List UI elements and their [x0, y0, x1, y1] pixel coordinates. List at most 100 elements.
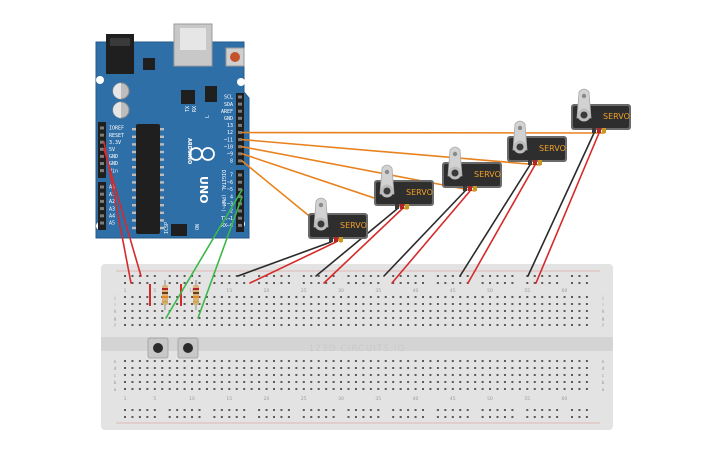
breadboard-hole	[466, 324, 469, 326]
breadboard-hole	[332, 388, 335, 390]
breadboard-hole	[392, 296, 395, 298]
breadboard-hole	[153, 310, 156, 312]
chip-leg	[160, 135, 164, 138]
breadboard-hole	[146, 296, 149, 298]
breadboard-hole	[228, 317, 231, 319]
breadboard-hole	[310, 374, 313, 376]
power-pin-label: Vin	[109, 168, 118, 174]
breadboard-rail-hole	[243, 275, 246, 277]
breadboard-rail-hole	[287, 416, 290, 418]
header-pin	[100, 154, 104, 158]
breadboard-hole	[295, 324, 298, 326]
breadboard-rail-hole	[407, 282, 410, 284]
breadboard-hole	[571, 310, 573, 312]
breadboard-hole	[571, 388, 573, 390]
breadboard-rail-hole	[131, 275, 134, 277]
breadboard-rail-hole	[228, 282, 231, 284]
breadboard-hole	[384, 317, 387, 319]
push-button[interactable]	[147, 337, 169, 359]
breadboard-rail-hole	[481, 409, 484, 411]
breadboard-hole	[407, 310, 410, 312]
row-letter: i	[114, 302, 115, 308]
breadboard-hole	[414, 310, 417, 312]
breadboard-rail-hole	[548, 416, 551, 418]
breadboard-hole	[533, 374, 536, 376]
header-pin	[238, 116, 242, 120]
breadboard-hole	[407, 317, 410, 319]
breadboard-hole	[459, 324, 462, 326]
breadboard-rail-hole	[407, 275, 410, 277]
servo-connector-power	[334, 237, 338, 242]
breadboard-hole	[131, 310, 134, 312]
breadboard-hole	[422, 367, 424, 369]
breadboard-hole	[399, 303, 402, 305]
breadboard-rail-hole	[191, 282, 194, 284]
column-number-top: 30	[338, 288, 344, 294]
column-number-top: 60	[562, 288, 568, 294]
breadboard-hole	[444, 303, 447, 305]
breadboard-hole	[392, 367, 395, 369]
breadboard-rail-hole	[526, 282, 529, 284]
breadboard-hole	[541, 374, 544, 376]
breadboard-hole	[161, 374, 164, 376]
servo-connector-power	[400, 204, 404, 209]
breadboard-hole	[146, 317, 149, 319]
breadboard-hole	[280, 381, 283, 383]
breadboard-hole	[526, 360, 529, 362]
resistor	[193, 280, 199, 310]
breadboard-column-numbers: 1155101015152020252530303535404045455050…	[124, 288, 568, 402]
breadboard-hole	[384, 324, 387, 326]
breadboard-hole	[511, 303, 514, 305]
breadboard-hole	[176, 324, 179, 326]
breadboard-hole	[138, 296, 141, 298]
header-pin	[100, 221, 104, 225]
breadboard-hole	[183, 310, 186, 312]
breadboard-hole	[124, 388, 126, 390]
breadboard-hole	[466, 317, 469, 319]
breadboard-hole	[578, 374, 581, 376]
breadboard-hole	[414, 303, 417, 305]
push-button[interactable]	[177, 337, 199, 359]
breadboard-hole	[205, 317, 208, 319]
breadboard-rail-hole	[503, 275, 506, 277]
breadboard-hole	[526, 303, 529, 305]
breadboard-hole	[183, 324, 186, 326]
breadboard-hole	[183, 388, 186, 390]
breadboard-hole	[302, 360, 305, 362]
servo-connector-ground	[329, 237, 333, 242]
breadboard-rail-hole	[138, 409, 141, 411]
breadboard-rail-hole	[533, 282, 536, 284]
breadboard-rail-hole	[362, 275, 365, 277]
breadboard-rail-hole	[213, 416, 216, 418]
breadboard-hole	[526, 296, 529, 298]
servo-motor: SERVO	[374, 164, 434, 209]
breadboard-hole	[302, 296, 305, 298]
breadboard-hole	[384, 367, 387, 369]
icsp-label: ICSP	[164, 222, 170, 234]
breadboard-hole	[138, 303, 141, 305]
row-letter: g	[114, 317, 117, 322]
breadboard-hole	[124, 367, 126, 369]
breadboard-hole	[511, 388, 514, 390]
breadboard-hole	[541, 296, 544, 298]
breadboard-rail-hole	[198, 409, 201, 411]
breadboard-rail-hole	[459, 416, 462, 418]
breadboard-rail-hole	[541, 416, 544, 418]
breadboard-hole	[153, 374, 156, 376]
breadboard-rail-hole	[541, 282, 544, 284]
breadboard-hole	[354, 360, 357, 362]
breadboard-rail-hole	[347, 416, 350, 418]
breadboard-hole	[161, 310, 164, 312]
breadboard-hole	[213, 310, 216, 312]
analog-header	[98, 182, 106, 230]
breadboard-hole	[340, 367, 343, 369]
breadboard-hole	[213, 360, 216, 362]
servo-motor: SERVO	[571, 88, 631, 133]
breadboard-hole	[161, 388, 164, 390]
breadboard-hole	[422, 317, 424, 319]
breadboard: 1155101015152020252530303535404045455050…	[101, 264, 613, 430]
breadboard-hole	[220, 374, 223, 376]
breadboard-hole	[243, 303, 246, 305]
breadboard-hole	[258, 310, 261, 312]
breadboard-rail-hole	[414, 416, 417, 418]
